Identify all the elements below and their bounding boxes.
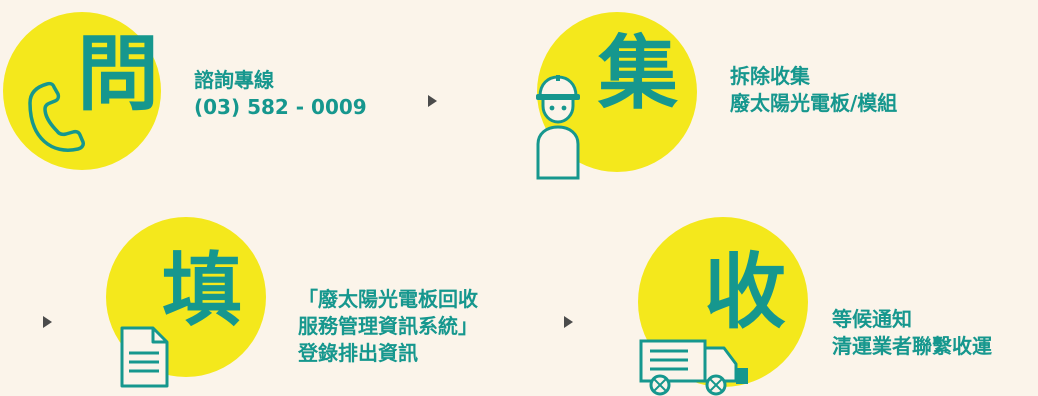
caption-line: 服務管理資訊系統」 xyxy=(298,314,478,338)
truck-icon xyxy=(639,339,748,396)
caption-line: (03) 582 - 0009 xyxy=(194,95,367,119)
step-caption: 諮詢專線 (03) 582 - 0009 xyxy=(194,67,367,121)
caption-line: 廢太陽光電板/模組 xyxy=(730,91,898,115)
document-icon xyxy=(120,326,169,388)
next-arrow xyxy=(564,316,573,328)
step-receive: 收 等候通知 清運業者聯繫收運 xyxy=(600,200,1038,396)
caption-line: 「廢太陽光電板回收 xyxy=(298,287,478,311)
step-char: 問 xyxy=(77,27,160,122)
caption-line: 清運業者聯繫收運 xyxy=(832,334,992,358)
step-fill: 填 「廢太陽光電板回收 服務管理資訊系統」 登錄排出資訊 xyxy=(90,200,550,396)
step-char: 收 xyxy=(704,245,787,340)
phone-icon xyxy=(28,81,85,152)
step-caption: 拆除收集 廢太陽光電板/模組 xyxy=(730,63,897,117)
caption-line: 等候通知 xyxy=(832,307,912,331)
caption-line: 諮詢專線 xyxy=(194,68,274,92)
next-arrow xyxy=(428,95,437,107)
next-arrow xyxy=(43,316,52,328)
step-inquiry: 問 諮詢專線 (03) 582 - 0009 xyxy=(0,0,400,190)
step-char: 填 xyxy=(162,244,242,337)
step-caption: 等候通知 清運業者聯繫收運 xyxy=(832,306,992,360)
caption-line: 拆除收集 xyxy=(730,64,810,88)
step-caption: 「廢太陽光電板回收 服務管理資訊系統」 登錄排出資訊 xyxy=(298,286,478,367)
caption-line: 登錄排出資訊 xyxy=(298,341,418,365)
step-collect: 集 拆除收集 廢太陽光電板/模組 xyxy=(500,0,1020,190)
step-char: 集 xyxy=(598,27,678,120)
worker-icon xyxy=(536,75,580,180)
